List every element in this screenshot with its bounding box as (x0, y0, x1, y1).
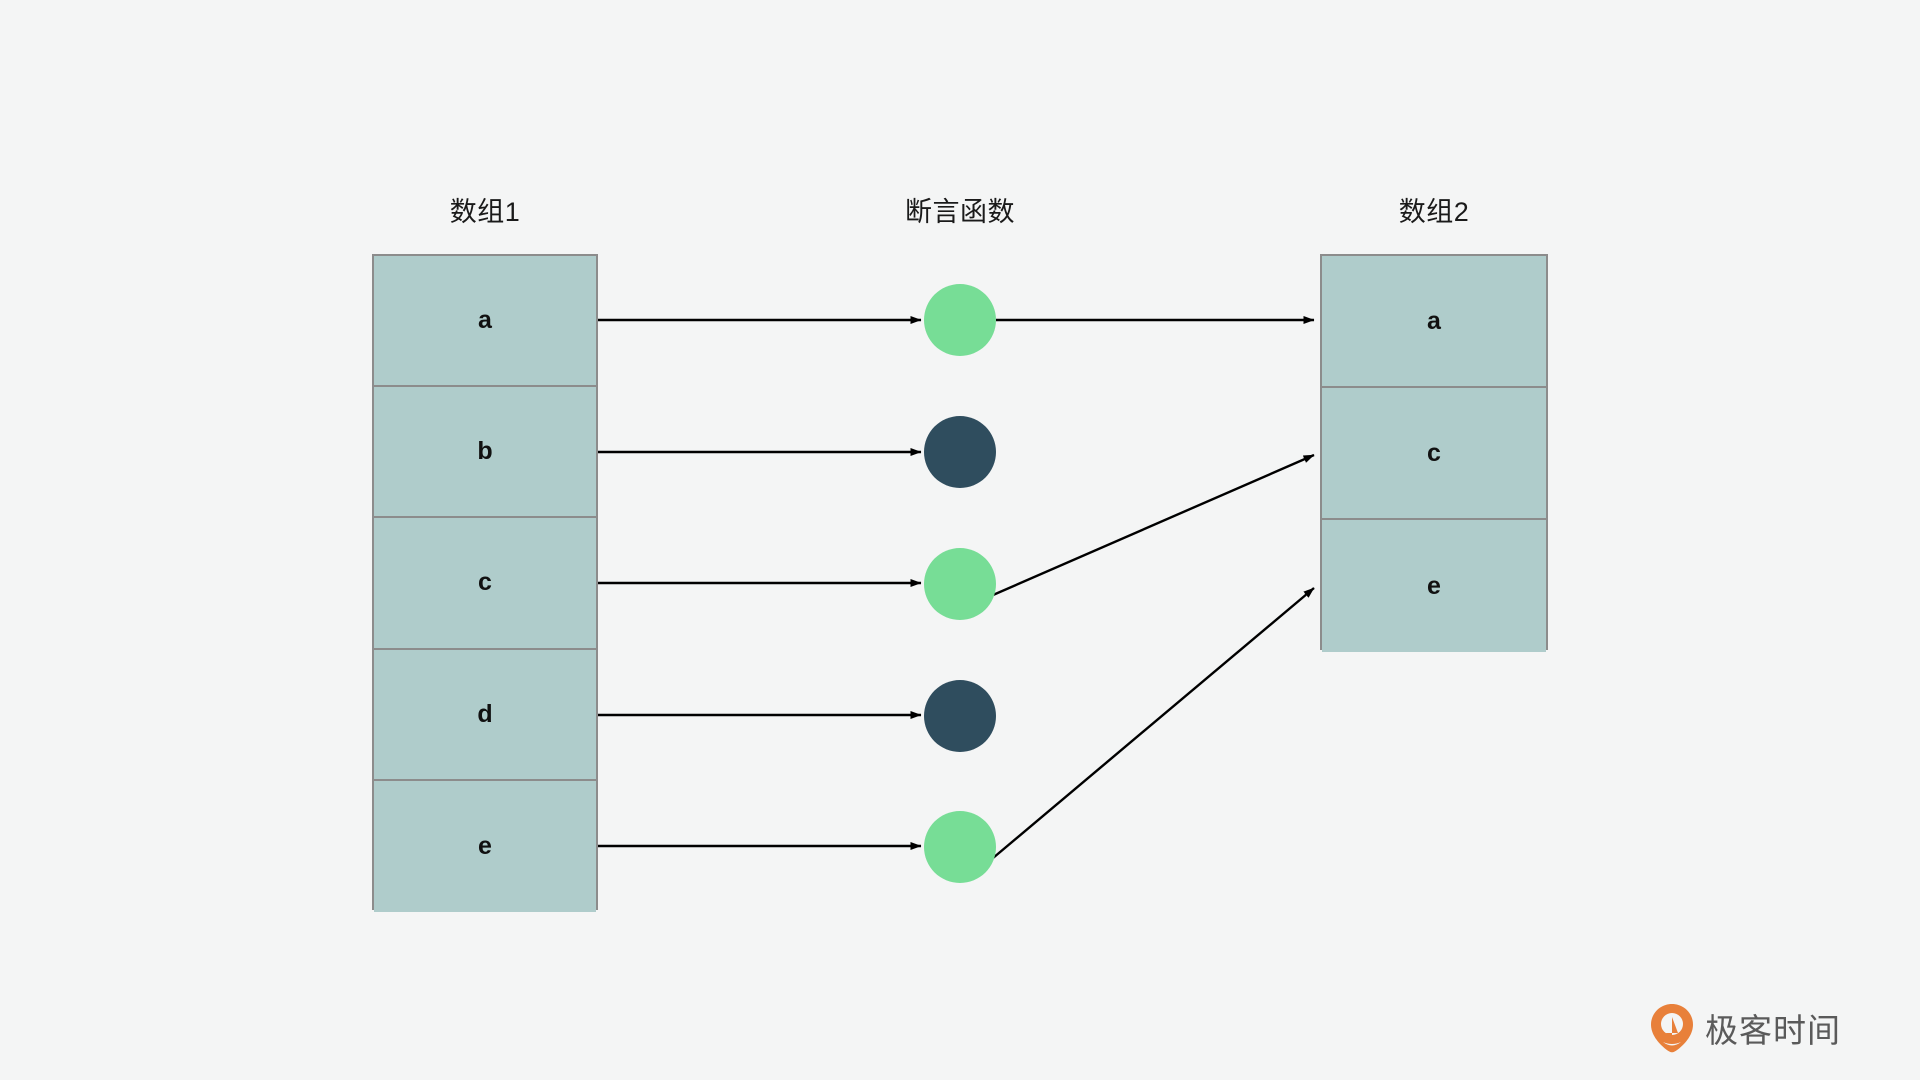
predicate-node-c (924, 548, 996, 620)
predicate-node-b (924, 416, 996, 488)
predicate-node-e (924, 811, 996, 883)
array1-cell-4: e (374, 780, 596, 912)
column-title-array1: 数组1 (449, 197, 521, 227)
array2-cell-label: e (1427, 571, 1441, 600)
column-title-predicate: 断言函数 (905, 197, 1015, 227)
arrow-node-e-to-array2 (992, 587, 1315, 859)
array1-cell-0: a (374, 256, 596, 388)
array1-cell-label: c (478, 568, 492, 597)
array2-cell-1: c (1322, 388, 1546, 520)
array1-cell-label: e (478, 831, 492, 860)
array1-table: a b c d e (372, 254, 598, 912)
geektime-pin-icon (1651, 1004, 1693, 1053)
predicate-node-a (924, 284, 996, 356)
array2-cell-label: a (1427, 306, 1441, 335)
array2-cell-2: e (1322, 520, 1546, 652)
array1-cell-label: b (477, 437, 493, 466)
array1-cell-3: d (374, 649, 596, 781)
watermark-text: 极客时间 (1705, 1012, 1841, 1049)
array1-cell-2: c (374, 518, 596, 650)
array2-cell-label: c (1427, 438, 1441, 467)
array2-table: a c e (1320, 254, 1548, 652)
watermark: 极客时间 (1650, 1003, 1841, 1053)
array2-cell-0: a (1322, 256, 1546, 388)
column-title-array2: 数组2 (1398, 197, 1470, 227)
array1-cell-label: d (477, 699, 493, 728)
arrow-node-c-to-array2 (992, 453, 1315, 597)
array1-cell-label: a (478, 306, 492, 335)
array1-cell-1: b (374, 387, 596, 519)
predicate-node-d (924, 680, 996, 752)
